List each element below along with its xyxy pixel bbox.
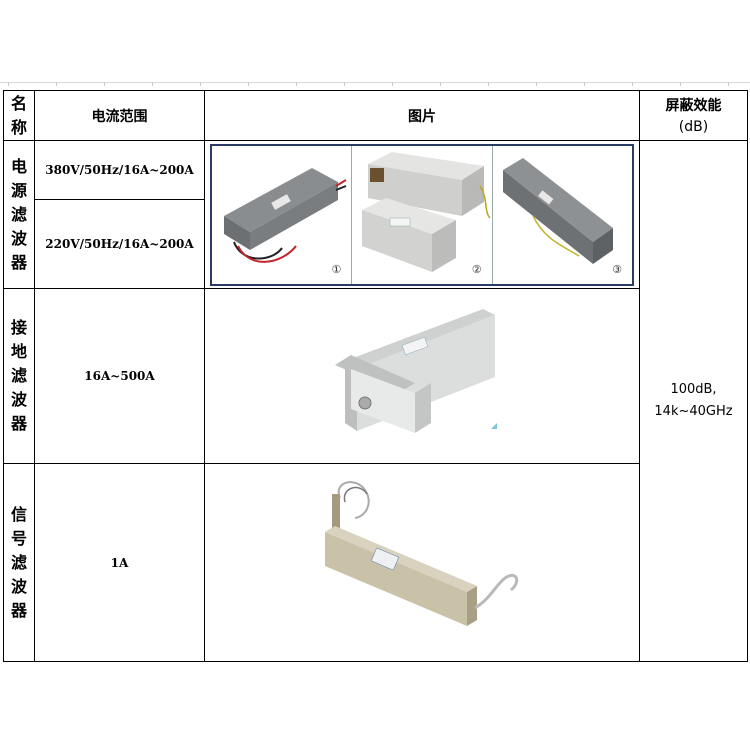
header-current-range: 电流范围 [34, 90, 205, 141]
ruler-tick [104, 82, 105, 86]
power-filter-row-1: 电源 滤波 器 380V/50Hz/16A~200A [3, 140, 748, 662]
power-photo-3: ③ [493, 146, 632, 284]
photo-marker-2: ② [471, 262, 482, 276]
ruler-tick [728, 82, 729, 86]
page-ruler [0, 82, 750, 86]
filter-spec-table: 名称 电流范围 图片 屏蔽效能 (dB) 电源 滤波 器 380V/50Hz/1… [3, 90, 748, 662]
header-shielding: 屏蔽效能 (dB) [639, 90, 748, 141]
ruler-tick [248, 82, 249, 86]
ruler-tick [536, 82, 537, 86]
power-photo-strip: ① ② [210, 143, 634, 286]
ruler-tick [584, 82, 585, 86]
signal-filter-photo [204, 463, 640, 662]
photo-marker-1: ① [331, 262, 342, 276]
power-photo-2: ② [352, 145, 493, 284]
ruler-tick [488, 82, 489, 86]
signal-range: 1A [34, 463, 205, 662]
ruler-tick [152, 82, 153, 86]
signal-filter-name: 信号 滤波 器 [3, 463, 35, 662]
ruler-tick [296, 82, 297, 86]
power-filter-name: 电源 滤波 器 [3, 140, 35, 289]
signal-filter-row: 信号 滤波 器 1A [3, 463, 748, 662]
photo-marker-3: ③ [612, 262, 622, 276]
power-range-220v: 220V/50Hz/16A~200A [34, 199, 205, 289]
ruler-tick [56, 82, 57, 86]
ruler-tick [440, 82, 441, 86]
ruler-tick [632, 82, 633, 86]
power-photo-1: ① [212, 145, 353, 284]
ruler-tick [680, 82, 681, 86]
ground-filter-photo [204, 288, 640, 464]
header-row: 名称 电流范围 图片 屏蔽效能 (dB) [3, 90, 748, 141]
ruler-tick [8, 82, 9, 86]
ruler-tick [344, 82, 345, 86]
ground-filter-row: 接地 滤波 器 16A~500A [3, 288, 748, 464]
header-name: 名称 [3, 90, 35, 141]
power-filter-row-2: 220V/50Hz/16A~200A [4, 199, 748, 289]
power-filter-photos: ① ② [204, 140, 640, 289]
power-range-380v: 380V/50Hz/16A~200A [34, 140, 205, 200]
ruler-tick [392, 82, 393, 86]
ruler-tick [200, 82, 201, 86]
header-picture: 图片 [204, 90, 640, 141]
ground-range: 16A~500A [34, 288, 205, 464]
ground-filter-name: 接地 滤波 器 [3, 288, 35, 464]
shielding-value: 100dB, 14k~40GHz [639, 140, 748, 662]
